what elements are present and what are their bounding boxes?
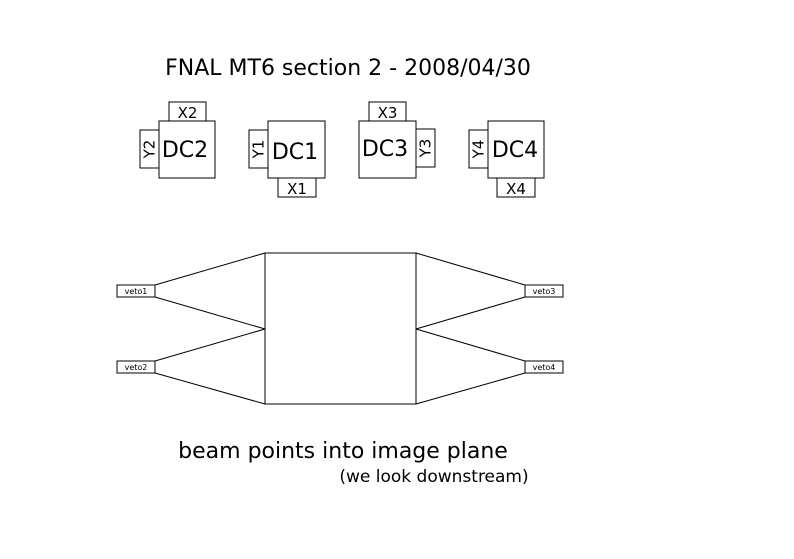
plane-y1: Y1 (248, 129, 269, 169)
veto1-counter: veto1 (116, 284, 156, 298)
guide-veto2-bottom (154, 372, 266, 405)
plane-x4-label: X4 (506, 180, 526, 198)
plane-y3-label: Y3 (417, 139, 435, 159)
guide-veto1-top (154, 252, 266, 286)
chamber-dc2: DC2 X2 Y2 (139, 101, 216, 179)
caption-line2: (we look downstream) (339, 467, 528, 487)
central-counter (264, 252, 417, 405)
veto4-counter: veto4 (524, 360, 564, 374)
light-guides (154, 252, 526, 405)
chamber-dc1: DC1 Y1 X1 (248, 120, 326, 198)
chamber-dc1-label: DC1 (272, 140, 318, 165)
guide-veto1-bottom (154, 296, 266, 330)
chamber-dc3: DC3 X3 Y3 (358, 101, 436, 179)
plane-x2: X2 (168, 101, 207, 122)
guide-veto4-top (415, 328, 526, 362)
guide-veto3-top (415, 252, 526, 286)
plane-x1-label: X1 (287, 180, 307, 198)
plane-y2-label: Y2 (141, 140, 159, 160)
plane-y2: Y2 (139, 129, 160, 169)
plane-x3-label: X3 (378, 104, 398, 122)
chamber-dc4-label: DC4 (492, 138, 538, 163)
diagram-title: FNAL MT6 section 2 - 2008/04/30 (165, 56, 531, 81)
veto3-label: veto3 (533, 287, 556, 296)
chamber-dc4: DC4 Y4 X4 (468, 120, 545, 198)
plane-x4: X4 (496, 177, 536, 198)
chamber-dc2-label: DC2 (162, 138, 208, 163)
veto3-counter: veto3 (524, 284, 564, 298)
plane-x2-label: X2 (178, 104, 198, 122)
plane-y1-label: Y1 (250, 140, 268, 160)
veto1-label: veto1 (125, 287, 148, 296)
caption-line1: beam points into image plane (178, 439, 508, 464)
guide-veto4-bottom (415, 372, 526, 405)
plane-x1: X1 (277, 177, 317, 198)
chamber-dc3-label: DC3 (362, 137, 408, 162)
plane-y4: Y4 (468, 129, 489, 169)
plane-x3: X3 (368, 101, 407, 122)
plane-y3: Y3 (415, 128, 436, 168)
guide-veto2-top (154, 328, 266, 362)
plane-y4-label: Y4 (470, 140, 488, 160)
guide-veto3-bottom (415, 296, 526, 330)
veto4-label: veto4 (533, 363, 556, 372)
veto2-label: veto2 (125, 363, 148, 372)
veto2-counter: veto2 (116, 360, 156, 374)
